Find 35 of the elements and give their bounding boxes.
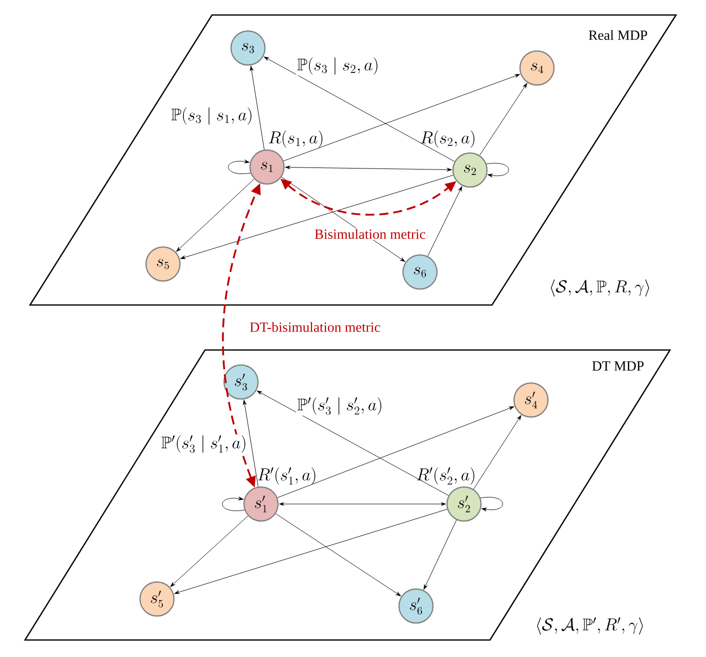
reward-label: $R(s_1, a)$ (268, 130, 322, 148)
arrow (174, 508, 448, 594)
arrow (243, 400, 258, 487)
tuple-formula: $\langle \mathcal{S}, \mathcal{A}, \mathbb{P}, R, \gamma \rangle$ (550, 279, 650, 297)
arrow (264, 56, 455, 162)
edge-label: $\mathbb{P}(s_3 \mid s_2, a)$ (296, 56, 380, 76)
arrow (180, 174, 454, 259)
arrow (283, 74, 520, 162)
arrow (277, 406, 514, 498)
edge-label: $\mathbb{P}'(s'_3 \mid s'_1, a)$ (160, 434, 248, 454)
reward-label: $R'(s'_2, a)$ (417, 467, 474, 485)
arrow (480, 496, 503, 512)
arrow (176, 178, 254, 252)
arrow (479, 83, 528, 156)
plane-title: DT MDP (592, 361, 644, 371)
arrow (222, 496, 245, 512)
arrow (228, 160, 251, 174)
edge-label: DT-bisimulation metric (248, 321, 382, 333)
arrow (170, 516, 248, 587)
tuple-formula: $\langle \mathcal{S}, \mathcal{A}, \mathbb{P}', R', \gamma \rangle$ (537, 617, 643, 635)
edge-label: $\mathbb{P}'(s'_3 \mid s'_2, a)$ (296, 396, 384, 416)
arrow (424, 520, 457, 590)
edge-label: Bisimulation metric (313, 228, 427, 240)
arrow (473, 415, 522, 490)
arrow (250, 66, 264, 150)
arrow (428, 186, 462, 256)
arrow (486, 162, 509, 178)
arrow (275, 513, 401, 596)
edge-label: $\mathbb{P}(s_3 \mid s_1, a)$ (170, 106, 254, 126)
reward-label: $R(s_2, a)$ (420, 130, 474, 148)
arrow (256, 390, 449, 496)
plane-title: Real MDP (588, 30, 648, 40)
arrow (285, 166, 452, 172)
reward-label: $R'(s'_1, a)$ (258, 467, 316, 485)
arrow (279, 502, 446, 506)
